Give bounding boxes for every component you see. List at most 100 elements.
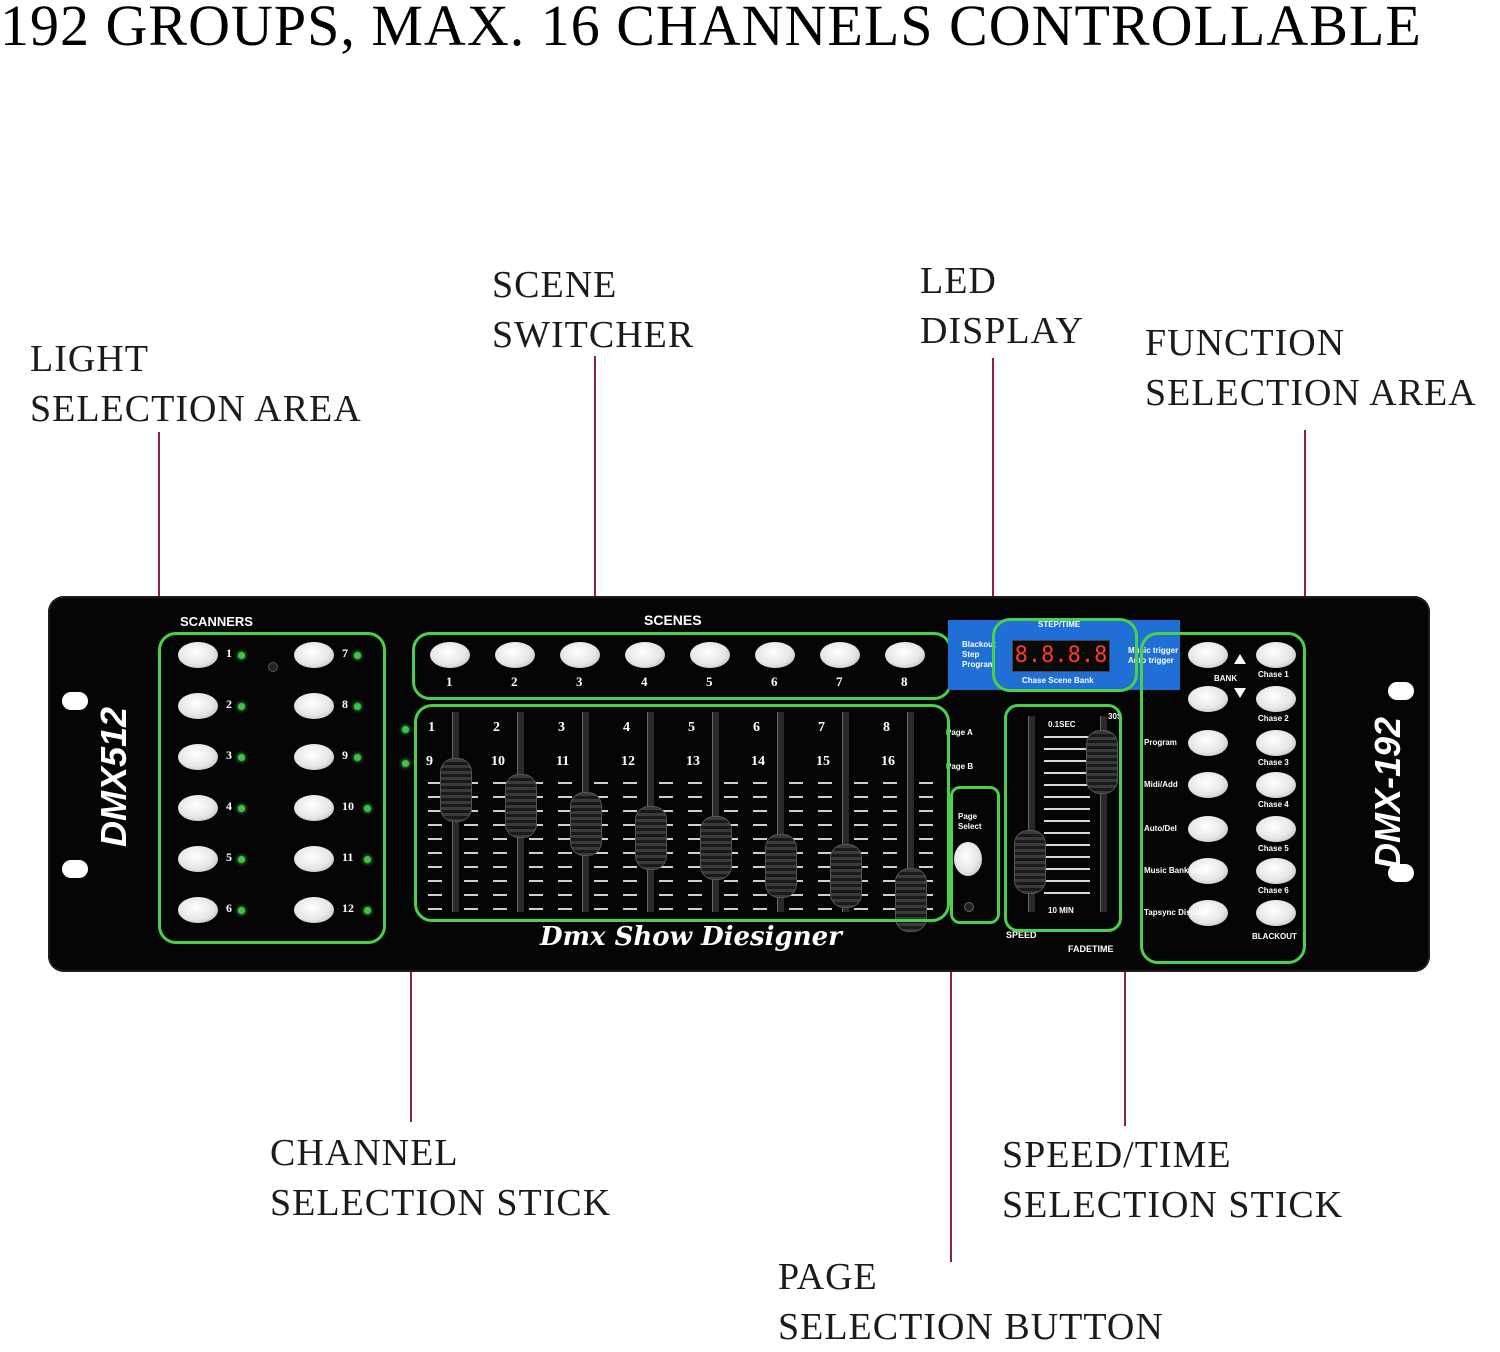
scanner-button-6[interactable] [178,897,218,923]
fader-track [777,712,784,912]
scanner-button-12[interactable] [294,897,334,923]
fade-track [1100,716,1107,912]
scanner-button-11[interactable] [294,846,334,872]
scanner-button-10[interactable] [294,795,334,821]
scene-button-8[interactable] [885,642,925,668]
bank-button-down[interactable] [1188,686,1228,712]
scanner-led [238,907,245,914]
scanner-number: 11 [342,850,354,864]
channel-fader-knob-4[interactable] [635,806,667,870]
scanner-button-7[interactable] [294,642,334,668]
scene-number: 1 [446,674,453,689]
scanner-led [238,652,245,659]
scanner-led [364,907,371,914]
scanner-button-2[interactable] [178,693,218,719]
callout-led-line2: DISPLAY [920,310,1084,352]
scanner-button-5[interactable] [178,846,218,872]
callout-page-line2: SELECTION BUTTON [778,1306,1164,1348]
chase-button-2[interactable] [1256,686,1296,712]
scanner-number: 2 [226,697,232,711]
highlight-function-area [1140,632,1306,964]
scanner-button-4[interactable] [178,795,218,821]
page-b-led [402,760,409,767]
channel-fader-knob-1[interactable] [440,758,472,822]
scene-number: 5 [706,674,713,689]
function-button-3[interactable] [1188,816,1228,842]
function-button-1[interactable] [1188,730,1228,756]
chase-button-6[interactable] [1256,858,1296,884]
scene-number: 7 [836,674,843,689]
fader-scale [883,782,897,912]
page-b-label: Page B [946,762,974,771]
led-display: 8.8.8.8 [1012,640,1110,672]
channel-number-top: 8 [883,720,890,735]
fader-scale [753,782,767,912]
channel-number-bottom: 12 [621,754,635,769]
page-heading: 192 GROUPS, MAX. 16 CHANNELS CONTROLLABL… [0,0,1422,58]
function-button-5[interactable] [1188,900,1228,926]
speed-fader-knob[interactable] [1014,830,1046,894]
scene-button-2[interactable] [495,642,535,668]
channel-fader-knob-2[interactable] [505,774,537,838]
blackout-label: BLACKOUT [1252,932,1297,941]
channel-number-bottom: 14 [751,754,765,769]
step-time-label: STEP/TIME [1038,620,1081,629]
product-script-name: Dmx Show Diesigner [540,922,842,952]
scanner-number: 5 [226,850,232,864]
chase-label: Chase 4 [1258,800,1289,809]
callout-channel-stick: CHANNEL SELECTION STICK [270,1128,611,1228]
scene-button-4[interactable] [625,642,665,668]
function-button-2[interactable] [1188,772,1228,798]
callout-channel-line1: CHANNEL [270,1132,459,1174]
channel-fader-knob-7[interactable] [830,844,862,908]
scene-button-7[interactable] [820,642,860,668]
fader-scale [428,782,442,912]
page-select-line1: Page [958,812,978,821]
scanner-led [238,754,245,761]
scanner-button-1[interactable] [178,642,218,668]
scanner-number: 7 [342,646,348,660]
scenes-label: SCENES [644,612,702,628]
channel-fader-knob-5[interactable] [700,816,732,880]
scene-button-5[interactable] [690,642,730,668]
scanner-button-9[interactable] [294,744,334,770]
scanner-led [354,703,361,710]
chase-button-5[interactable] [1256,816,1296,842]
speed-scale [1044,736,1090,896]
fader-scale [623,782,637,912]
blackout-button[interactable] [1256,900,1296,926]
scanner-button-8[interactable] [294,693,334,719]
fader-track [842,712,849,912]
scanner-led [364,856,371,863]
chase-button-4[interactable] [1256,772,1296,798]
page-select-button[interactable] [954,842,982,876]
chase-button-3[interactable] [1256,730,1296,756]
scene-button-6[interactable] [755,642,795,668]
channel-fader-knob-6[interactable] [765,834,797,898]
callout-led-line1: LED [920,260,997,302]
callout-light-line2: SELECTION AREA [30,388,362,430]
function-button-4[interactable] [1188,858,1228,884]
channel-number-top: 7 [818,720,825,735]
channel-fader-knob-3[interactable] [570,792,602,856]
scanner-button-3[interactable] [178,744,218,770]
channel-number-bottom: 10 [491,754,505,769]
brand-dmx192: DMX-192 [1367,716,1409,870]
highlight-channel-stick [414,704,950,922]
callout-function-selection: FUNCTION SELECTION AREA [1145,318,1477,418]
bank-button-up[interactable] [1188,642,1228,668]
callout-speed-line1: SPEED/TIME [1002,1134,1232,1176]
rack-hole [62,860,88,878]
function-label: Music Bank copy [1144,866,1210,875]
scene-button-1[interactable] [430,642,470,668]
channel-number-top: 2 [493,720,500,735]
scanner-led [364,805,371,812]
fader-track [712,712,719,912]
scene-number: 3 [576,674,583,689]
bank-label: BANK [1214,674,1238,683]
scene-button-3[interactable] [560,642,600,668]
fadetime-fader-knob[interactable] [1086,730,1118,794]
rack-hole [1388,682,1414,700]
rack-hole [62,692,88,710]
